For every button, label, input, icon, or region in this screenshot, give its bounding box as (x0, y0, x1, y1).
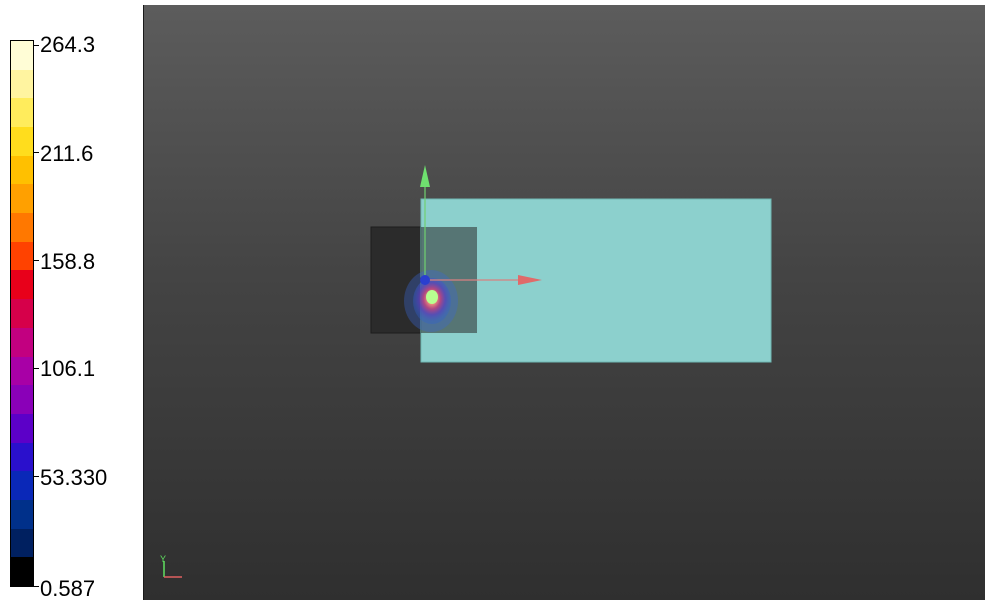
legend-swatch (11, 241, 33, 271)
legend-swatch (11, 299, 33, 329)
legend-swatch (11, 471, 33, 501)
legend-label-3: 158.8 (40, 249, 96, 274)
legend-tick (33, 152, 39, 153)
legend-tick (33, 260, 39, 261)
x-axis-arrow-head (518, 275, 542, 285)
legend-tick (33, 368, 39, 369)
legend-tick (33, 45, 39, 46)
legend-tick (33, 476, 39, 477)
scene-canvas[interactable]: Y (144, 5, 985, 600)
3d-viewport[interactable]: Y (143, 5, 985, 600)
triad-y-label: Y (160, 554, 166, 564)
y-axis-arrow-head (420, 165, 430, 187)
legend-color-bar (10, 40, 34, 587)
legend-swatch (11, 557, 33, 587)
legend-swatch (11, 41, 33, 71)
orientation-triad: Y (160, 554, 182, 578)
legend-swatch (11, 442, 33, 472)
legend-label-2: 106.1 (40, 356, 96, 381)
legend-swatch (11, 385, 33, 415)
legend-swatch (11, 413, 33, 444)
legend-swatch (11, 356, 33, 386)
legend-label-min: 0.587 (40, 576, 96, 601)
origin-marker[interactable] (420, 275, 430, 285)
legend-swatch (11, 270, 33, 300)
legend-swatch (11, 499, 33, 530)
legend-swatch (11, 127, 33, 157)
legend-label-4: 211.6 (40, 141, 94, 166)
legend-swatch (11, 327, 33, 357)
legend-swatch (11, 528, 33, 558)
legend-swatch (11, 98, 33, 128)
legend-swatch (11, 69, 33, 99)
legend-swatch (11, 213, 33, 243)
legend-label-1: 53.330 (40, 465, 108, 490)
legend-swatch (11, 155, 33, 185)
heat-spot-core (426, 290, 438, 304)
legend-tick (33, 586, 39, 587)
color-legend: 264.3 211.6 158.8 106.1 53.330 0.587 (0, 0, 140, 601)
legend-swatch (11, 184, 33, 214)
legend-label-max: 264.3 (40, 32, 96, 57)
